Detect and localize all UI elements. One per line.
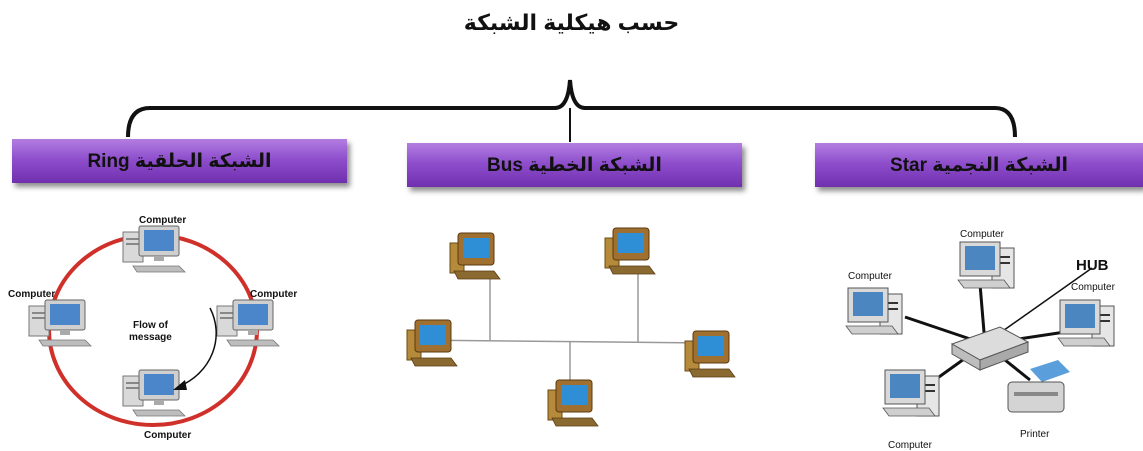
flow-label-1: Flow of <box>133 320 169 331</box>
printer-icon <box>1007 360 1070 413</box>
bus-computer-2-icon <box>604 227 656 275</box>
bus-computer-1-icon <box>449 232 501 280</box>
ring-computer-left-icon <box>28 299 92 347</box>
page-title: حسب هيكلية الشبكة <box>463 10 680 35</box>
star-computer-bottom-icon <box>882 369 940 417</box>
ring-computer-top-icon <box>122 225 186 273</box>
bus-topology-label: الشبكة الخطية Bus <box>407 143 742 187</box>
flow-arrow <box>179 307 217 387</box>
bus-diagram <box>405 225 760 435</box>
ring-label-left: Computer <box>8 289 55 300</box>
bus-computer-5-icon <box>547 379 599 427</box>
star-topology-label: الشبكة النجمية Star <box>815 143 1143 187</box>
ring-diagram: Computer Computer Computer Computer Flow… <box>5 208 310 444</box>
ring-topology-label: الشبكة الحلقية Ring <box>12 139 347 183</box>
bus-computer-3-icon <box>406 319 458 367</box>
ring-computer-bottom-icon <box>122 369 186 417</box>
hierarchy-brace <box>126 79 1017 142</box>
star-label-top: Computer <box>960 229 1005 240</box>
ring-topology-text: الشبكة الحلقية Ring <box>87 150 272 172</box>
star-topology-text: الشبكة النجمية Star <box>890 154 1068 176</box>
star-diagram: HUB Computer Computer Computer Computer … <box>830 222 1143 451</box>
flow-label-2: message <box>129 332 172 343</box>
ring-computer-right-icon <box>216 299 280 347</box>
star-label-right: Computer <box>1071 282 1116 293</box>
star-computer-right-icon <box>1057 299 1115 347</box>
hub-label: HUB <box>1076 257 1109 274</box>
ring-label-bottom: Computer <box>144 430 191 441</box>
bus-backbone <box>409 339 706 344</box>
star-computer-left-icon <box>845 287 903 335</box>
hub-icon <box>950 326 1030 371</box>
star-computer-top-icon <box>957 241 1015 289</box>
ring-label-top: Computer <box>139 215 186 226</box>
bus-computer-4-icon <box>684 330 736 378</box>
bus-topology-text: الشبكة الخطية Bus <box>487 154 662 176</box>
ring-label-right: Computer <box>250 289 297 300</box>
star-label-bottom: Computer <box>888 440 933 451</box>
printer-label: Printer <box>1020 429 1050 440</box>
star-label-left: Computer <box>848 271 893 282</box>
